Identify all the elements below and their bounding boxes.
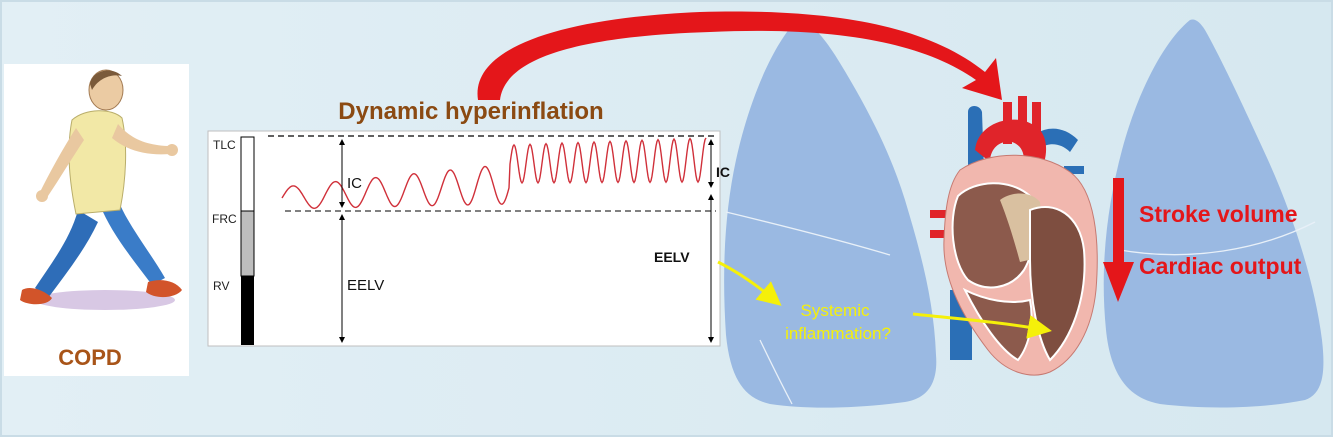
left-lung-fissure-upper bbox=[725, 211, 891, 256]
ic-exercise-label: IC bbox=[716, 164, 730, 180]
stroke-volume-label: Stroke volume bbox=[1139, 201, 1298, 227]
walking-person-icon bbox=[20, 69, 182, 310]
ic-rest-label: IC bbox=[347, 175, 362, 192]
volume-bar-frc-segment bbox=[240, 210, 255, 277]
hyperinflation-to-heart-arrow bbox=[477, 11, 1002, 100]
right-lung bbox=[1103, 19, 1324, 408]
frc-label: FRC bbox=[212, 212, 237, 226]
tidal-breathing-waveform bbox=[281, 137, 707, 210]
chart-to-inflammation-arrow bbox=[717, 260, 782, 306]
left-lung bbox=[724, 21, 937, 408]
decrease-arrow-head bbox=[1103, 262, 1134, 302]
chart-title: Dynamic hyperinflation bbox=[338, 98, 603, 125]
inflammation-to-heart-arrow bbox=[912, 312, 1052, 339]
eelv-exercise-label: EELV bbox=[654, 249, 690, 265]
left-lung-fissure-lower bbox=[759, 339, 793, 405]
volume-bar-rv-segment bbox=[241, 276, 254, 345]
rv-label: RV bbox=[213, 279, 229, 293]
cardiac-output-label: Cardiac output bbox=[1139, 253, 1302, 279]
eelv-rest-label: EELV bbox=[347, 277, 384, 294]
inflammation-label-line1: Systemic bbox=[801, 301, 870, 320]
copd-label: COPD bbox=[58, 345, 122, 370]
inflammation-label-line2: inflammation? bbox=[785, 324, 891, 343]
lung-volume-chart bbox=[207, 130, 721, 347]
right-lung-fissure bbox=[1119, 221, 1316, 256]
tlc-label: TLC bbox=[213, 138, 236, 152]
volume-bar-ic-segment bbox=[240, 136, 255, 212]
decrease-arrow-shaft bbox=[1113, 178, 1124, 264]
